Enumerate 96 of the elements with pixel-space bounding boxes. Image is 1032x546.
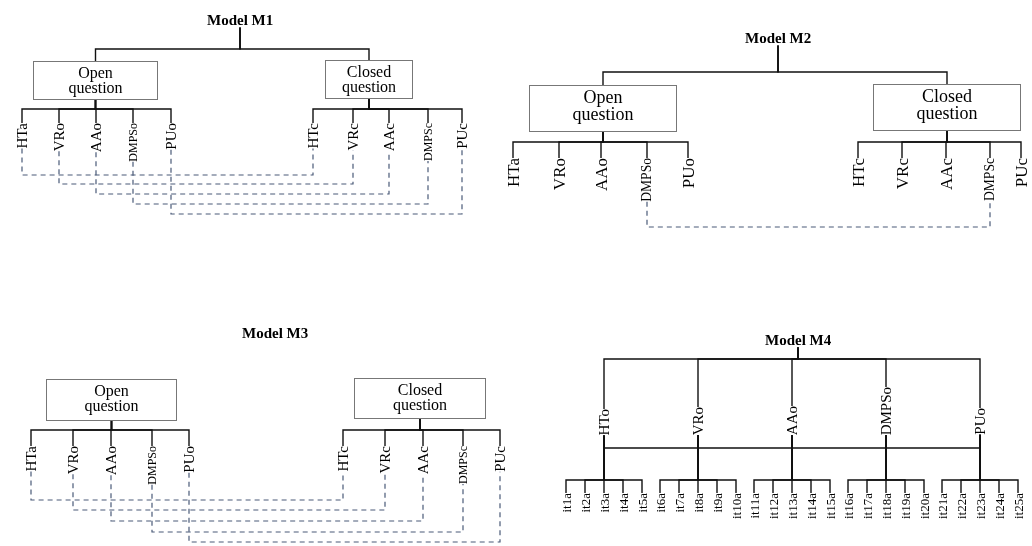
- model-title: Model M3: [242, 326, 309, 341]
- item-label: it7a: [672, 493, 686, 513]
- connector-line: [885, 434, 925, 494]
- variable-label: HTc: [849, 158, 867, 188]
- item-label: it2a: [578, 493, 592, 513]
- variable-label: PUo: [163, 123, 179, 150]
- variable-label: AAo: [88, 123, 104, 153]
- variable-label: HTc: [305, 123, 321, 149]
- variable-label: DMPSc: [422, 123, 434, 161]
- dashed-connector: [110, 473, 424, 522]
- variable-label: VRo: [550, 158, 568, 191]
- variable-label: PUo: [679, 158, 697, 189]
- variable-label: PUc: [454, 123, 470, 149]
- variable-label: AAo: [103, 446, 119, 476]
- item-label: it11a: [747, 493, 761, 519]
- factor-label: DMPSo: [878, 387, 894, 436]
- factor-label: PUo: [972, 408, 988, 435]
- item-label: it23a: [973, 493, 987, 519]
- model-title: Model M4: [765, 332, 832, 348]
- dashed-connector: [95, 150, 390, 195]
- variable-label: DMPSc: [983, 158, 997, 202]
- variable-label: VRo: [51, 123, 67, 152]
- item-label: it10a: [729, 493, 743, 519]
- dashed-connector: [188, 471, 501, 543]
- box-label: Closed question: [916, 85, 978, 123]
- variable-label: AAc: [415, 446, 431, 475]
- box-label: Closed question: [392, 380, 448, 413]
- dashed-connector: [170, 148, 463, 215]
- item-label: it4a: [616, 493, 630, 513]
- item-label: it19a: [898, 493, 912, 519]
- variable-label: VRc: [345, 123, 361, 151]
- variable-label: AAo: [592, 158, 610, 192]
- category-box: [33, 61, 158, 100]
- connector-line: [697, 434, 737, 494]
- variable-label: DMPSc: [457, 446, 469, 484]
- item-label: it25a: [1011, 493, 1025, 519]
- category-box: [354, 378, 486, 419]
- item-label: it3a: [597, 493, 611, 513]
- dashed-connector: [151, 483, 464, 533]
- variable-label: VRc: [377, 446, 393, 474]
- category-box: [529, 85, 677, 132]
- variable-label: DMPSo: [640, 158, 654, 202]
- connector-line: [979, 434, 1019, 494]
- item-label: it18a: [879, 493, 893, 519]
- dashed-connector: [72, 472, 386, 511]
- variable-label: HTa: [504, 158, 522, 188]
- connector-line: [602, 131, 689, 159]
- item-label: it13a: [785, 493, 799, 519]
- item-label: it21a: [935, 493, 949, 519]
- box-label: Open question: [68, 63, 123, 96]
- box-label: Open question: [84, 381, 139, 414]
- item-label: it9a: [710, 493, 724, 513]
- box-label: Closed question: [341, 62, 397, 95]
- category-box: [46, 379, 177, 421]
- variable-label: HTa: [23, 446, 39, 472]
- model-title: Model M1: [207, 12, 274, 28]
- variable-label: VRo: [65, 446, 81, 475]
- factor-label: HTo: [596, 409, 612, 436]
- item-label: it5a: [635, 493, 649, 513]
- item-label: it17a: [860, 493, 874, 519]
- item-label: it16a: [841, 493, 855, 519]
- item-label: it14a: [804, 493, 818, 519]
- item-label: it20a: [917, 493, 931, 519]
- dashed-connector: [21, 148, 314, 176]
- variable-label: DMPSo: [127, 123, 139, 162]
- connector-line: [110, 420, 190, 447]
- dashed-connector: [132, 160, 429, 205]
- variable-label: AAc: [381, 123, 397, 152]
- variable-label: AAc: [937, 158, 955, 191]
- item-label: it24a: [992, 493, 1006, 519]
- variable-label: DMPSo: [146, 446, 158, 485]
- category-box: [325, 60, 413, 99]
- box-label: Open question: [572, 86, 634, 124]
- item-label: it6a: [653, 493, 667, 513]
- variable-label: HTc: [335, 446, 351, 472]
- connector-line: [603, 434, 643, 494]
- dashed-connector: [58, 149, 354, 185]
- variable-label: PUc: [1012, 158, 1030, 188]
- item-label: it15a: [823, 493, 837, 519]
- item-label: it8a: [691, 493, 705, 513]
- item-label: it1a: [559, 493, 573, 513]
- connector-line: [368, 98, 463, 124]
- dashed-connector: [646, 200, 991, 228]
- model-title: Model M2: [745, 30, 812, 46]
- variable-label: VRc: [893, 158, 911, 190]
- dashed-connector: [30, 471, 344, 501]
- variable-label: HTa: [14, 123, 30, 149]
- item-label: it12a: [766, 493, 780, 519]
- connector-line: [791, 434, 831, 494]
- factor-label: VRo: [690, 407, 706, 436]
- variable-label: PUo: [181, 446, 197, 473]
- factor-label: AAo: [784, 406, 800, 436]
- variable-label: PUc: [492, 446, 508, 472]
- connector-line: [94, 99, 172, 124]
- category-box: [873, 84, 1021, 131]
- item-label: it22a: [954, 493, 968, 519]
